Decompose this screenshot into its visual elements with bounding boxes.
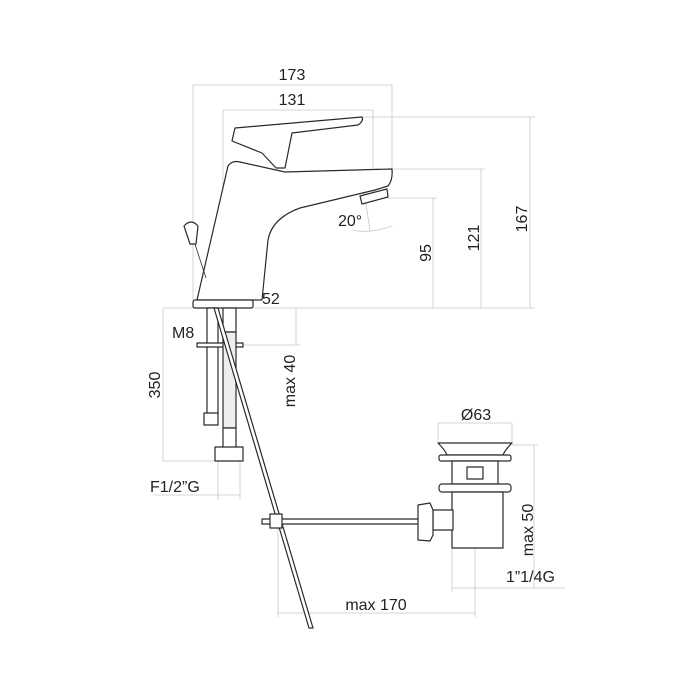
label-rod-max: max 170 xyxy=(345,597,406,614)
faucet-body xyxy=(192,116,393,309)
label-hose-connection: F1/2”G xyxy=(150,479,200,496)
label-base-diameter: 52 xyxy=(262,291,280,308)
label-drain-height: max 50 xyxy=(520,504,537,557)
label-max-deck: max 40 xyxy=(282,355,299,408)
pop-up-drain xyxy=(417,442,513,549)
lift-rod xyxy=(213,307,423,629)
dimension-labels: 173 131 20° 52 M8 95 121 167 350 max 40 … xyxy=(147,67,555,614)
label-height-aerator: 95 xyxy=(418,244,435,262)
aerator xyxy=(359,188,389,205)
label-height-spout: 121 xyxy=(466,225,483,252)
base-plate xyxy=(192,299,254,309)
lever-handle xyxy=(231,116,364,169)
label-width-total: 173 xyxy=(279,67,306,84)
label-drain-diameter: Ø63 xyxy=(461,407,491,424)
label-spout-angle: 20° xyxy=(338,213,362,230)
dimension-lines xyxy=(153,84,565,617)
label-drain-thread: 1”1/4G xyxy=(506,569,555,586)
label-thread: M8 xyxy=(172,325,194,342)
label-width-spout: 131 xyxy=(279,92,306,109)
label-height-total: 167 xyxy=(514,206,531,233)
pop-up-knob xyxy=(183,221,207,279)
label-hose-length: 350 xyxy=(147,372,164,399)
